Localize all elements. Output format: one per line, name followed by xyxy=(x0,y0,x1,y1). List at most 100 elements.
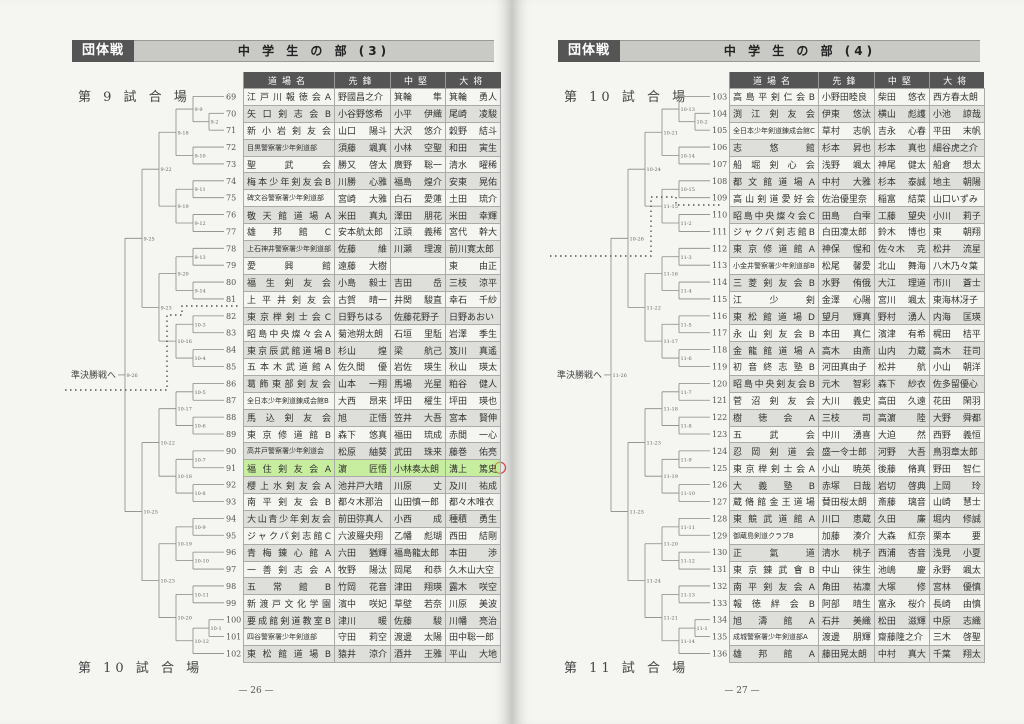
senpo-name: 米田真丸 xyxy=(338,211,387,222)
match-number: 9-11 xyxy=(195,187,206,193)
row-number: 94 xyxy=(226,514,236,523)
senpo-name: 杉山煌 xyxy=(338,346,387,357)
chuken-name: 井関駿直 xyxy=(394,295,442,306)
column-header: 中堅 xyxy=(390,72,446,89)
team-row: 新小岩剣友会山口陽斗大沢悠介穀野結斗 xyxy=(243,121,501,140)
senpo-name: 加藤湊介 xyxy=(821,532,871,543)
row-number: 104 xyxy=(712,109,727,118)
dojo-name: 上平井剣友会 xyxy=(247,295,331,306)
chuken-name: 松田滋輝 xyxy=(877,616,926,627)
dojo-name: 高山剣道愛好会 xyxy=(733,194,815,205)
senpo-name: 赤塚日哉 xyxy=(821,481,871,492)
taisho-name: 花田閑羽 xyxy=(932,397,981,408)
senpo-name: 六田猶輝 xyxy=(338,549,387,560)
senpo-name: 日野ちはる xyxy=(338,312,384,323)
dojo-name: 東競武道館A xyxy=(733,515,815,526)
match-number: 11-12 xyxy=(681,559,695,565)
match-number: 11-24 xyxy=(647,579,661,585)
senpo-name: 望月輝真 xyxy=(821,312,871,323)
row-number: 88 xyxy=(226,413,236,422)
dojo-name: 昭島中央剣友会B xyxy=(733,380,815,391)
taisho-name: 市川蒼士 xyxy=(932,279,981,290)
match-number: 10-5 xyxy=(195,390,206,396)
row-number: 99 xyxy=(226,599,236,608)
row-number: 95 xyxy=(226,531,236,540)
taisho-name: 米田幸輝 xyxy=(449,211,497,222)
dojo-name: 南平剣友会B xyxy=(247,498,331,509)
taisho-name: 地主朝陽 xyxy=(932,177,981,188)
taisho-name: 小山朝洋 xyxy=(932,363,981,374)
row-number: 98 xyxy=(226,582,236,591)
dojo-name: 金龍館道場A xyxy=(733,346,815,357)
taisho-name: 西方春太朗 xyxy=(932,93,978,104)
dojo-name: 高島平剣仁会B xyxy=(733,93,815,104)
senpo-name: 白田凜太郎 xyxy=(821,228,867,239)
chuken-name: 佐藤花野子 xyxy=(394,312,440,323)
taisho-name: 都々木唯衣 xyxy=(449,498,495,509)
chuken-name: 川瀬理渡 xyxy=(394,245,442,256)
dojo-name: 成城警察署少年剣道部A xyxy=(733,632,808,641)
taisho-name: 松井流星 xyxy=(932,245,981,256)
senpo-name: 川口恵蔵 xyxy=(821,515,871,526)
match-number: 10-13 xyxy=(681,107,695,113)
match-number: 11-23 xyxy=(647,440,661,446)
match-number: 10-21 xyxy=(664,130,678,136)
dojo-name: 目黒警察署少年剣道部 xyxy=(247,143,317,152)
taisho-name: 尾崎凌駿 xyxy=(449,110,497,121)
senpo-name: 藤田晃太朗 xyxy=(821,650,867,661)
column-header: 道場名 xyxy=(729,72,819,89)
taisho-name: 浅見小夏 xyxy=(932,549,981,560)
taisho-name: 三枝涼平 xyxy=(449,279,497,290)
dojo-name: 三菱剣友会B xyxy=(733,279,815,290)
team-row: 上平井剣友会古賀晴一井関駿直幸石千紗 xyxy=(243,290,501,309)
section-header-bar: 中 学 生 の 部 (3) xyxy=(134,40,494,62)
taisho-name: 中原志織 xyxy=(932,616,981,627)
chuken-name: 吉田岳 xyxy=(394,279,442,290)
senpo-name: 宮崎大雅 xyxy=(338,194,387,205)
row-number: 123 xyxy=(712,430,727,439)
senpo-name: 佐久間優 xyxy=(338,363,387,374)
chuken-name: 横山彪護 xyxy=(877,110,926,121)
senpo-name: 賛田桜太朗 xyxy=(821,498,867,509)
column-header: 先鋒 xyxy=(334,72,391,89)
match-number: 10-17 xyxy=(178,407,192,413)
dojo-name: ジャクパ剣志館C xyxy=(247,532,331,543)
chuken-name: 富永桜介 xyxy=(877,599,926,610)
dojo-name: 葛飾東部剣友会 xyxy=(247,380,331,391)
taisho-name: 粕谷健人 xyxy=(449,380,497,391)
match-number: 10-26 xyxy=(630,236,644,242)
match-number: 10-4 xyxy=(195,356,206,362)
senpo-name: 盛一令士郎 xyxy=(821,447,867,458)
chuken-name: 佐々木克 xyxy=(877,245,926,256)
chuken-name: 福田琉成 xyxy=(394,430,442,441)
taisho-name: 種積勇生 xyxy=(449,515,497,526)
taisho-name: 平田末帆 xyxy=(932,127,981,138)
taisho-name: 安東晃佑 xyxy=(449,177,497,188)
dojo-name: 東松館道場B xyxy=(247,650,331,661)
team-row: 馬込剣友会旭正悟笠井大吾宮本賢伸 xyxy=(243,408,501,427)
row-number: 108 xyxy=(712,177,727,186)
row-number: 130 xyxy=(712,548,727,557)
match-number: 10-18 xyxy=(178,474,192,480)
senpo-name: 山本一翔 xyxy=(338,380,387,391)
senpo-name: 清水桃子 xyxy=(821,549,871,560)
match-number: 10-1 xyxy=(211,626,222,632)
match-number: 10-9 xyxy=(195,525,206,531)
senpo-name: 松原紬葵 xyxy=(338,447,387,458)
dojo-name: 昭島中央燦々会C xyxy=(733,211,815,222)
row-number: 116 xyxy=(712,312,727,321)
match-number: 11-20 xyxy=(664,542,678,548)
chuken-name: 大沢悠介 xyxy=(394,127,442,138)
chuken-name: 久田廉 xyxy=(877,515,926,526)
venue-bottom-label: 第 11 試 合 場 xyxy=(564,661,690,676)
row-number: 120 xyxy=(712,379,727,388)
dojo-name: ジャクパ剣志館B xyxy=(733,228,815,239)
dojo-name: 愛興館 xyxy=(247,262,331,273)
chuken-name: 西浦杏音 xyxy=(877,549,926,560)
team-row: 五武会中川湧喜大迫然西野義恒 xyxy=(729,425,985,444)
dojo-name: 新渡戸文化学園 xyxy=(247,599,331,610)
